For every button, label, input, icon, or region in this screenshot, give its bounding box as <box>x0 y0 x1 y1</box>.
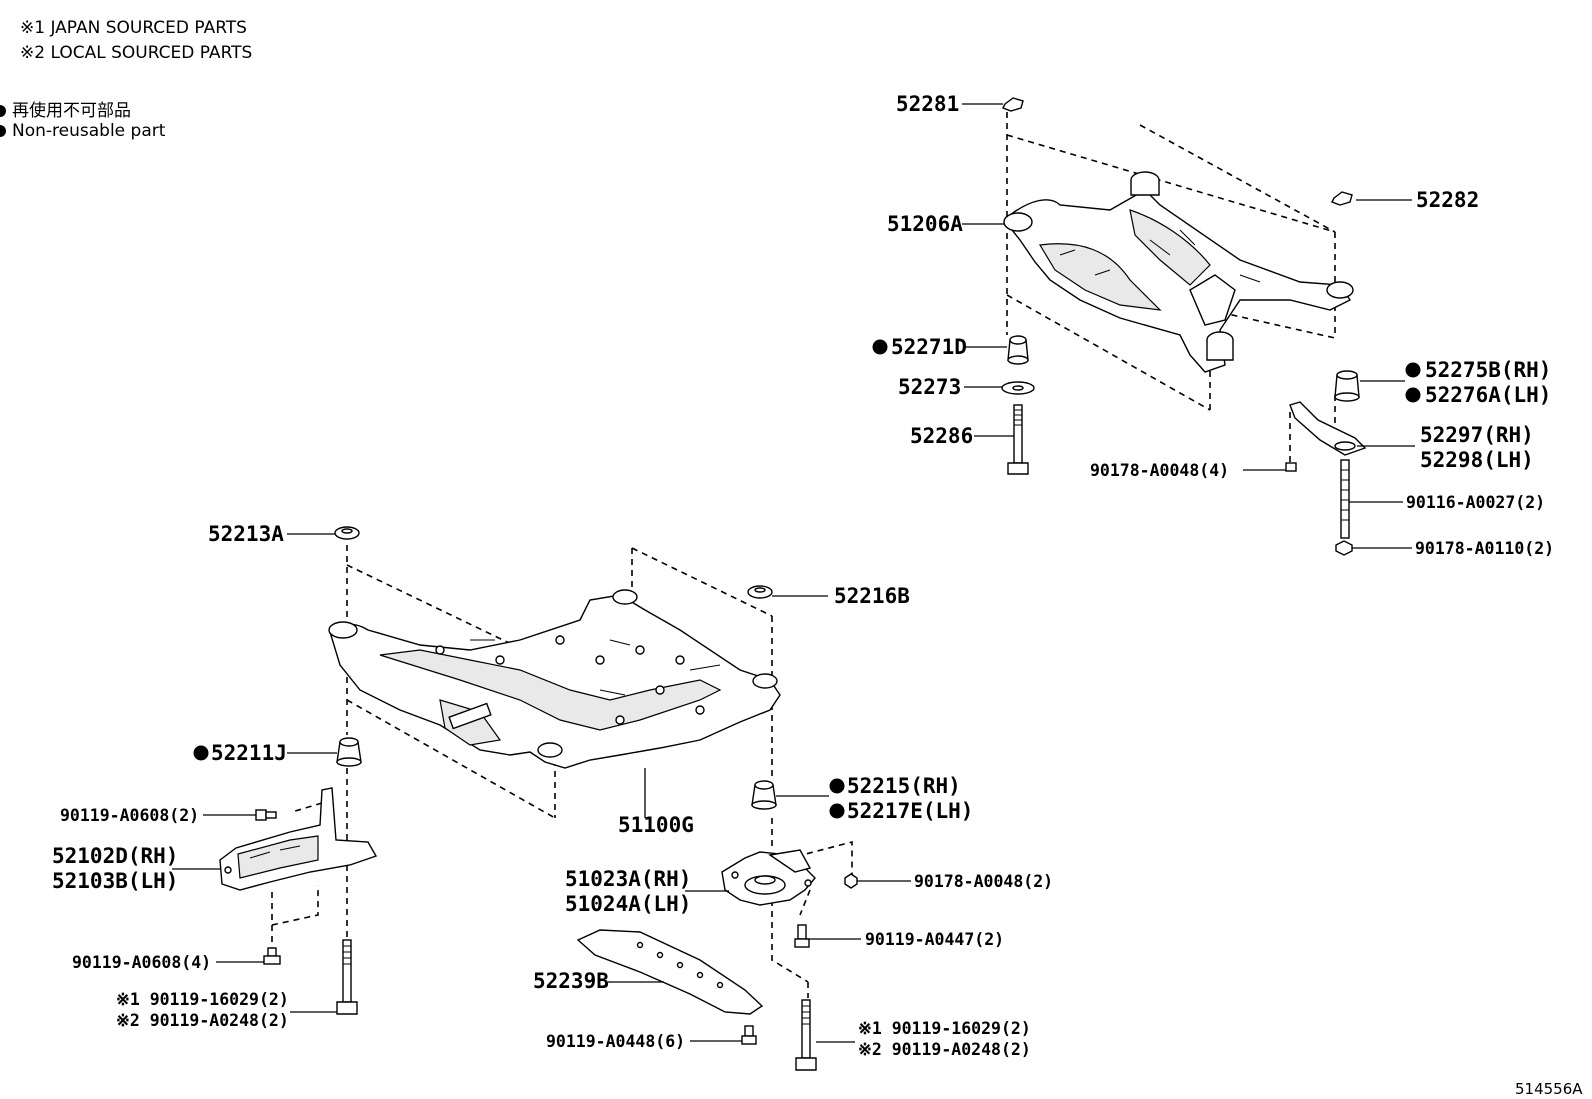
label-90119-16029-right: ※1 90119-16029(2) <box>858 1019 1031 1038</box>
label-90178-a0048-4: 90178-A0048(4) <box>1090 461 1229 480</box>
label-52217e: 52217E(LH) <box>847 799 973 823</box>
bolt-90119-a0608-2-icon <box>255 809 277 821</box>
label-90116-a0027: 90116-A0027(2) <box>1406 493 1545 512</box>
label-52271d: 52271D <box>891 335 967 359</box>
label-90178-a0048-2: 90178-A0048(2) <box>914 872 1053 891</box>
label-52275b: 52275B(RH) <box>1425 358 1551 382</box>
diagram-code: 514556A <box>1515 1080 1583 1098</box>
label-51206a: 51206A <box>887 212 963 236</box>
label-90119-a0608-2: 90119-A0608(2) <box>60 806 199 825</box>
nonreusable-dot-icon <box>0 105 6 117</box>
label-90119-a0448: 90119-A0448(6) <box>546 1032 685 1051</box>
label-90119-a0608-4: 90119-A0608(4) <box>72 953 211 972</box>
nonreusable-52215-icon <box>829 778 845 794</box>
label-52276a: 52276A(LH) <box>1425 383 1551 407</box>
label-52286: 52286 <box>910 424 973 448</box>
nonreusable-52276a-icon <box>1405 387 1421 403</box>
label-52103b: 52103B(LH) <box>52 869 178 893</box>
label-52281: 52281 <box>896 92 959 116</box>
bolt-52286-icon <box>1007 404 1029 475</box>
bolt-90119-16029-left-icon <box>336 939 358 1015</box>
label-90119-a0248-right: ※2 90119-A0248(2) <box>858 1040 1031 1059</box>
legend-nonreusable-jp: 再使用不可部品 <box>0 96 131 121</box>
nut-52281-icon <box>1002 97 1024 112</box>
label-52239b: 52239B <box>533 969 609 993</box>
leader-lines <box>172 103 1415 1043</box>
nut-90178-a0048-2-icon <box>844 873 858 889</box>
nonreusable-52217e-icon <box>829 803 845 819</box>
legend-local-sourced: ※2 LOCAL SOURCED PARTS <box>20 43 253 63</box>
label-52215: 52215(RH) <box>847 774 961 798</box>
bolt-90119-a0447-icon <box>794 924 810 948</box>
nonreusable-dot-icon <box>0 125 6 137</box>
nut-52282-icon <box>1331 191 1353 206</box>
nonreusable-jp-text: 再使用不可部品 <box>12 101 131 121</box>
nonreusable-52271d-icon <box>872 339 888 355</box>
stud-90116-a0027-icon <box>1340 459 1350 539</box>
label-52282: 52282 <box>1416 188 1479 212</box>
bracket-51023a-icon <box>721 849 816 906</box>
label-52102d: 52102D(RH) <box>52 844 178 868</box>
nut-90178-a0110-icon <box>1335 540 1353 556</box>
label-90119-16029-left: ※1 90119-16029(2) <box>116 990 289 1009</box>
front-crossmember-group <box>219 526 858 1071</box>
front-crossmember-51100g <box>328 589 781 769</box>
nut-90178-a0048-icon <box>1285 462 1297 472</box>
bolt-90119-a0608-4-icon <box>263 947 281 965</box>
part-labels: 52281 51206A 52282 52271D 52273 52286 52… <box>52 92 1583 1098</box>
legend-japan-sourced: ※1 JAPAN SOURCED PARTS <box>20 18 247 38</box>
label-90119-a0248-left: ※2 90119-A0248(2) <box>116 1011 289 1030</box>
bolt-90119-a0448-icon <box>741 1025 757 1045</box>
label-90119-a0447: 90119-A0447(2) <box>865 930 1004 949</box>
label-52273: 52273 <box>898 375 961 399</box>
label-52216b: 52216B <box>834 584 910 608</box>
label-90178-a0110: 90178-A0110(2) <box>1415 539 1554 558</box>
rear-crossmember-51206a <box>1003 171 1354 373</box>
bolt-90119-16029-right-icon <box>795 999 817 1071</box>
legend-nonreusable-en: Non-reusable part <box>0 121 165 141</box>
label-51023a: 51023A(RH) <box>565 867 691 891</box>
label-51024a: 51024A(LH) <box>565 892 691 916</box>
label-52211j: 52211J <box>211 741 287 765</box>
brace-52239b-icon <box>576 929 764 1015</box>
nonreusable-52275b-icon <box>1405 362 1421 378</box>
rear-crossmember-group <box>1001 97 1367 556</box>
label-52213a: 52213A <box>208 522 284 546</box>
label-52298: 52298(LH) <box>1420 448 1534 472</box>
bracket-52102d-icon <box>219 787 378 891</box>
label-52297: 52297(RH) <box>1420 423 1534 447</box>
nonreusable-en-text: Non-reusable part <box>12 121 166 141</box>
label-51100g: 51100G <box>618 813 694 837</box>
nonreusable-52211j-icon <box>193 745 209 761</box>
